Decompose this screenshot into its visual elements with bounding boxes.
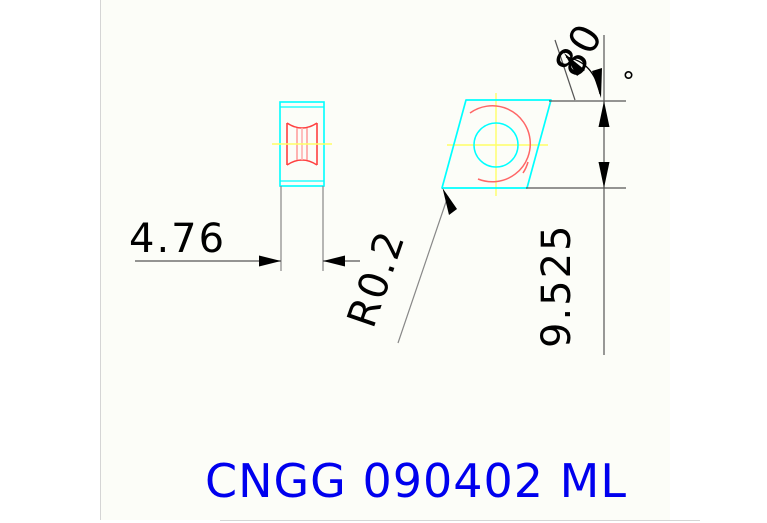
dim-label-thickness: 4.76 [129, 216, 226, 262]
arrowhead-right [323, 255, 345, 267]
dimension-thickness: 4.76 [129, 186, 360, 271]
plan-view [441, 93, 552, 196]
angle-arrowhead-right [592, 68, 602, 98]
drawing-sheet [100, 0, 670, 520]
page-title: CNGG 090402 ML [205, 454, 627, 508]
dimension-inscribed-circle: 9.525 [526, 35, 626, 355]
center-bore-circle [473, 122, 519, 168]
chipbreaker-ring-minor [522, 161, 529, 174]
angle-arrowhead-left [564, 53, 585, 76]
chipbreaker-ring-major [469, 105, 531, 183]
arrowhead-top [598, 101, 610, 127]
arrowhead-bottom [598, 162, 610, 188]
leader-arrowhead-radius [442, 188, 457, 215]
angle-leader-line [554, 39, 576, 101]
side-view [272, 101, 332, 187]
degree-sign: ° [622, 67, 635, 97]
dim-label-inscribed-circle: 9.525 [534, 223, 580, 348]
leader-line-radius [397, 195, 449, 344]
arrowhead-left [259, 255, 281, 267]
